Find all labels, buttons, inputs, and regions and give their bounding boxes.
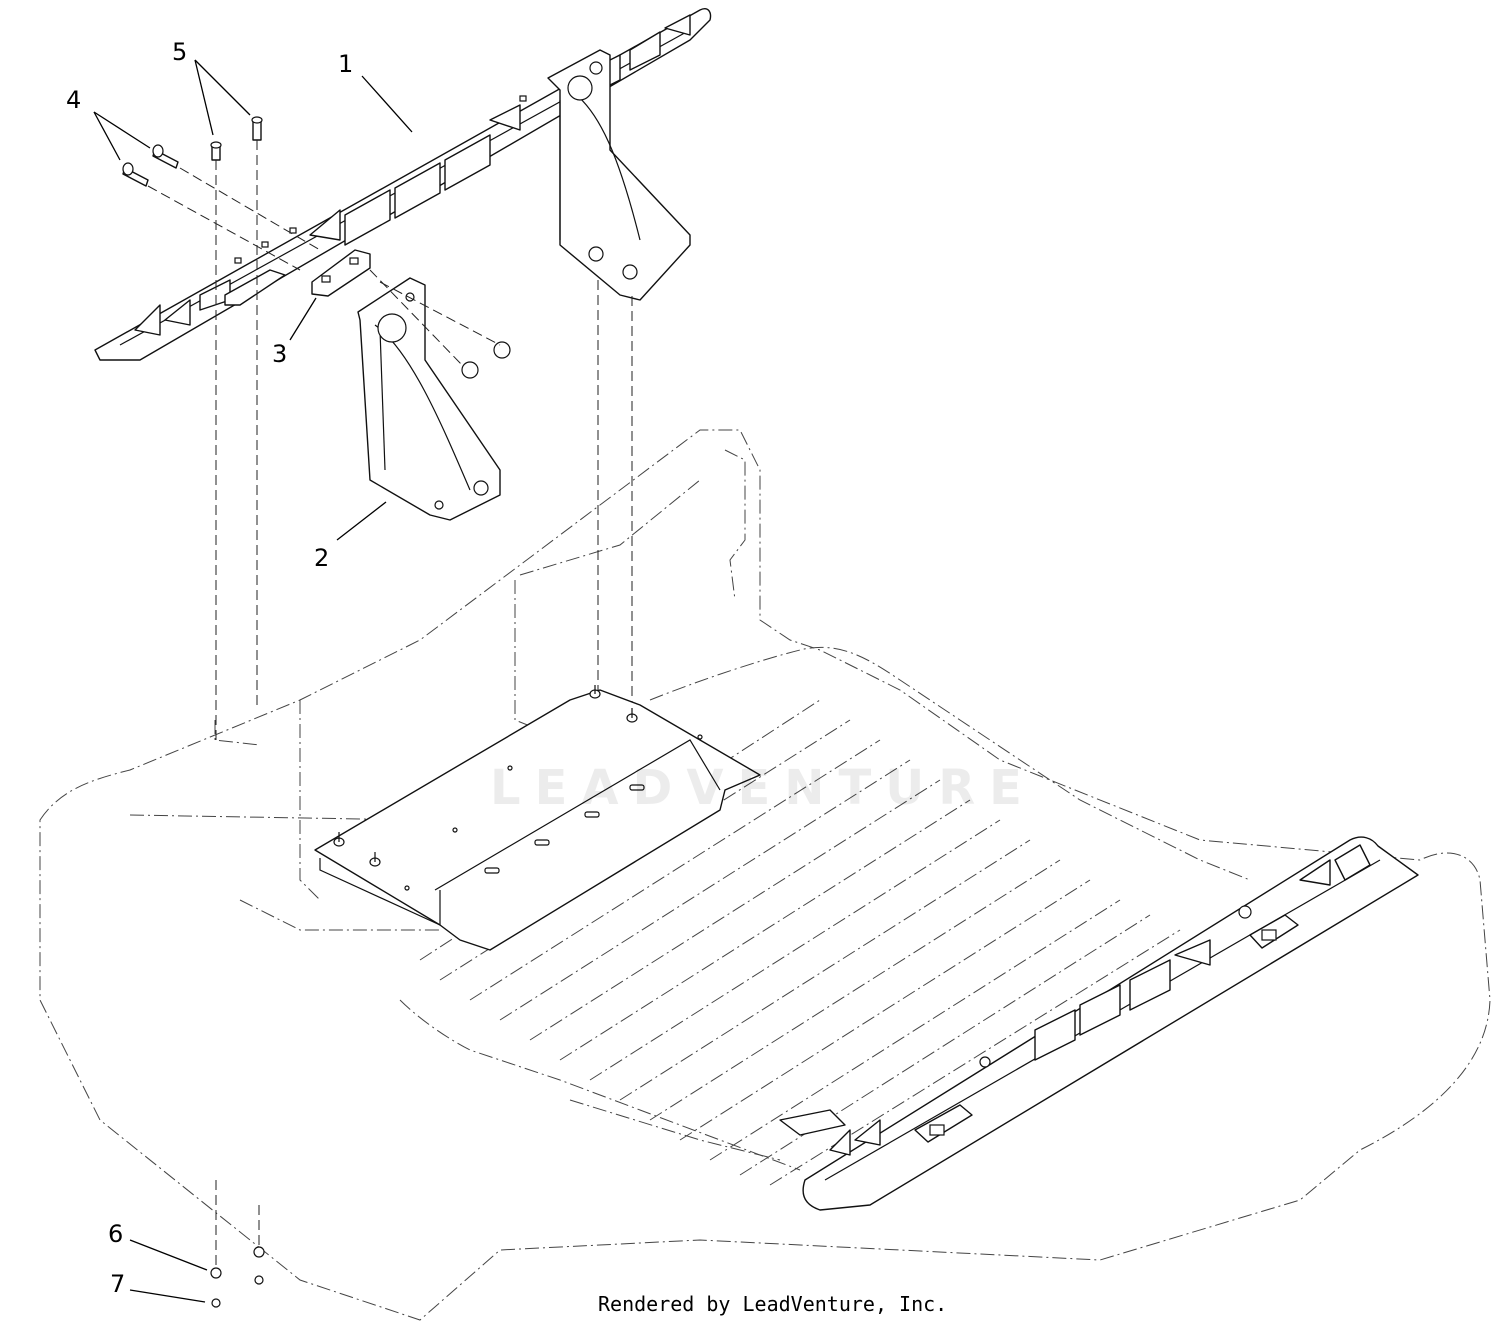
assembly-lines [147,140,633,1268]
callout-5: 5 [172,38,188,66]
seat-mounting-plate [314,685,761,951]
seat-bracket-front [357,277,501,521]
callout-6: 6 [108,1220,124,1248]
callout-2: 2 [314,544,330,572]
callout-4: 4 [66,86,82,114]
callout-1: 1 [338,50,354,78]
callout-3: 3 [272,340,288,368]
callout-7: 7 [110,1270,126,1298]
footer-credit: Rendered by LeadVenture, Inc. [598,1292,948,1316]
watermark: LEADVENTURE [490,760,1036,816]
seat-rail-upper [94,8,712,361]
fastener-hardware [122,116,511,1308]
callout-leaders [93,59,413,1303]
seat-rail-lower [779,836,1419,1211]
seat-bracket-rear [547,49,691,301]
spacer-plate [311,249,371,297]
